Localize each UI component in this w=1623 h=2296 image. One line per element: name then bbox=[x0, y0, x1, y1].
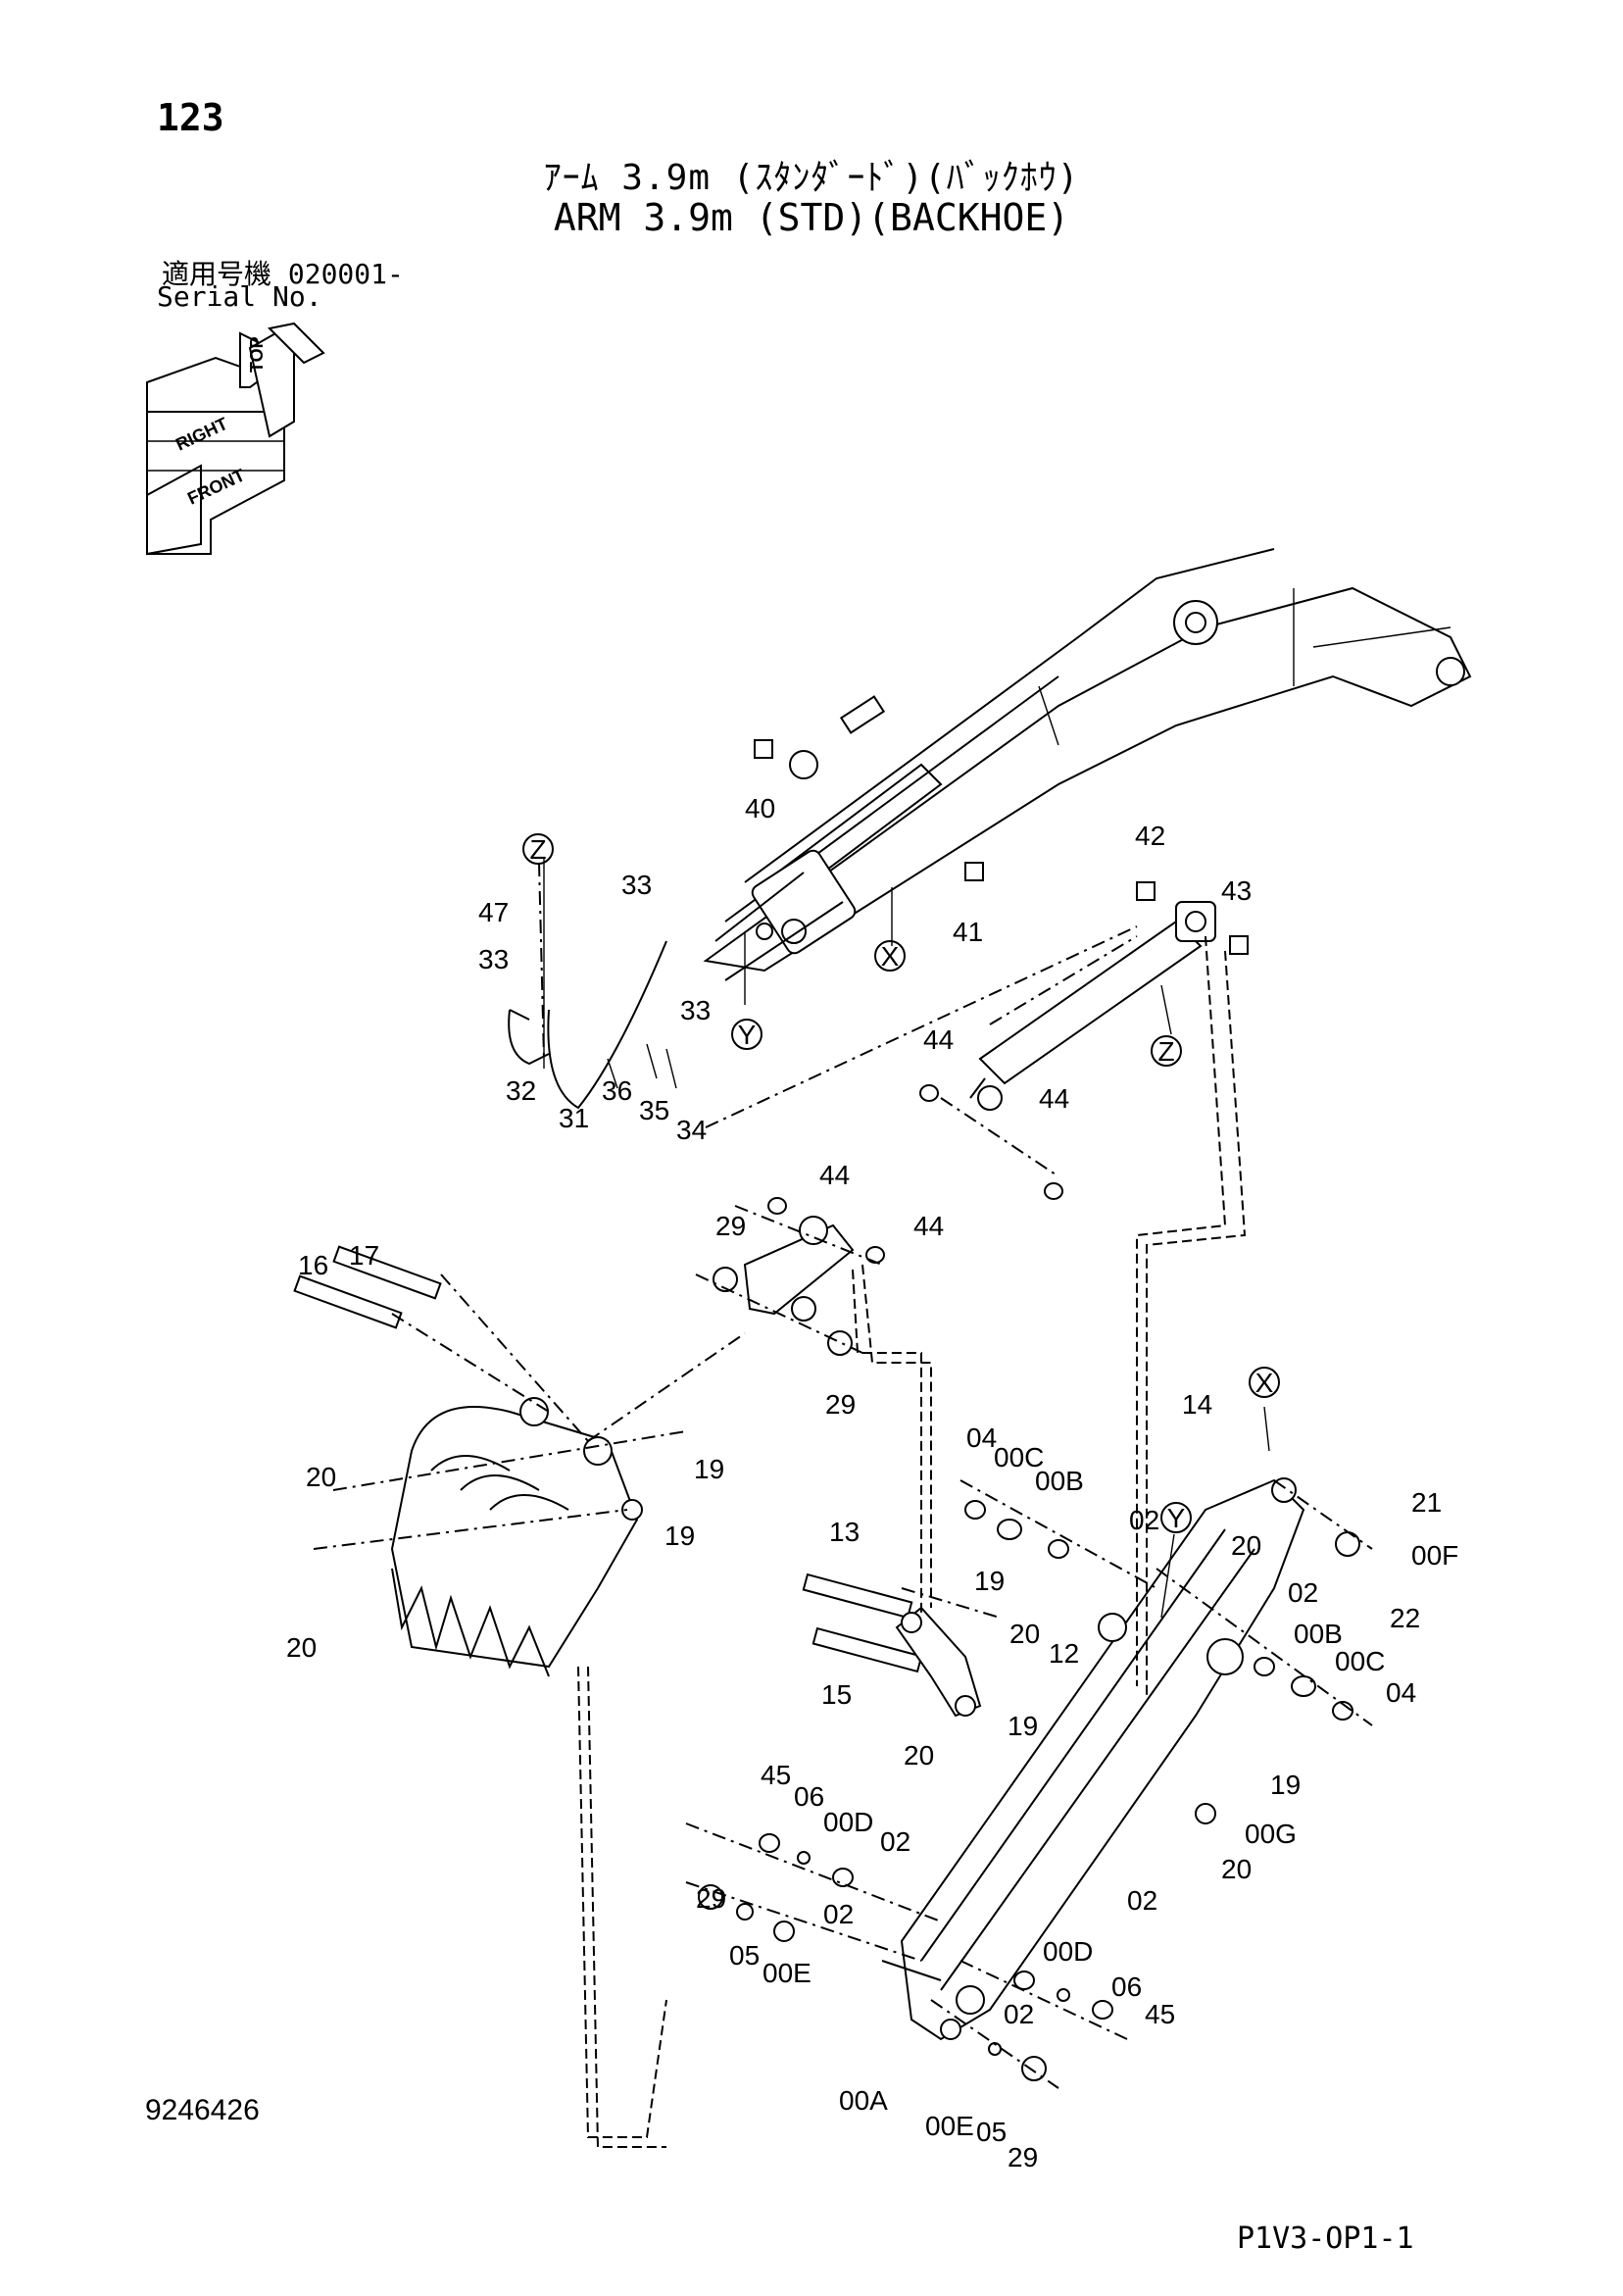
callout-42: 42 bbox=[1135, 821, 1165, 851]
callout-02-c: 02 bbox=[880, 1826, 910, 1857]
callout-20-d: 20 bbox=[904, 1740, 934, 1771]
callout-00D-b: 00D bbox=[1043, 1936, 1093, 1967]
page-code: P1V3-OP1-1 bbox=[1237, 2221, 1414, 2256]
callout-00C-a: 00C bbox=[994, 1442, 1044, 1472]
callout-43: 43 bbox=[1221, 875, 1252, 906]
grease-piping bbox=[508, 940, 677, 1110]
callout-29-d: 29 bbox=[1008, 2142, 1038, 2172]
bucket-cylinder bbox=[969, 901, 1216, 1111]
drawing-number: 9246426 bbox=[145, 2094, 260, 2126]
reference-markers: Z X Y Z X Y bbox=[522, 833, 1280, 1533]
bucket bbox=[390, 1397, 643, 1677]
callout-00A: 00A bbox=[839, 2085, 888, 2116]
callout-41: 41 bbox=[953, 917, 983, 947]
callout-29-c: 29 bbox=[696, 1883, 726, 1914]
callout-45-b: 45 bbox=[1145, 1999, 1175, 2029]
callout-33-b: 33 bbox=[478, 944, 509, 974]
callout-19-b: 19 bbox=[664, 1521, 695, 1551]
callout-20-e: 20 bbox=[1221, 1854, 1252, 1884]
callout-19-a: 19 bbox=[694, 1454, 724, 1484]
title-japanese: ｱｰﾑ 3.9m (ｽﾀﾝﾀﾞｰﾄﾞ)(ﾊﾞｯｸﾎｳ) bbox=[543, 158, 1080, 198]
callout-02-e: 02 bbox=[1127, 1885, 1157, 1916]
callout-44-c: 44 bbox=[819, 1160, 850, 1190]
callout-44-d: 44 bbox=[913, 1211, 944, 1241]
callout-35: 35 bbox=[639, 1095, 669, 1125]
callout-02-b: 02 bbox=[1288, 1577, 1318, 1608]
callout-00B-b: 00B bbox=[1294, 1619, 1343, 1649]
page-number: 123 bbox=[157, 96, 224, 139]
callout-00F: 00F bbox=[1411, 1540, 1458, 1571]
callout-12: 12 bbox=[1049, 1638, 1079, 1669]
callout-06-a: 06 bbox=[794, 1781, 824, 1812]
callout-44-b: 44 bbox=[1039, 1083, 1069, 1114]
callout-04-b: 04 bbox=[1386, 1677, 1416, 1708]
part-callouts: 40 41 42 43 47 33 33 33 32 31 36 35 34 4… bbox=[286, 793, 1458, 2172]
callout-32: 32 bbox=[506, 1075, 536, 1106]
callout-06-b: 06 bbox=[1111, 1972, 1142, 2002]
callout-20-b: 20 bbox=[286, 1632, 317, 1663]
callout-02-f: 02 bbox=[1004, 1999, 1034, 2029]
callout-00E-a: 00E bbox=[762, 1958, 812, 1988]
callout-05-a: 05 bbox=[729, 1940, 760, 1971]
callout-00B-a: 00B bbox=[1035, 1466, 1084, 1496]
callout-31: 31 bbox=[559, 1103, 589, 1133]
callout-17: 17 bbox=[349, 1240, 379, 1271]
callout-02-a: 02 bbox=[1129, 1505, 1159, 1535]
arm bbox=[881, 1477, 1305, 2041]
callout-45-a: 45 bbox=[761, 1760, 791, 1790]
ref-x-marker-1: X bbox=[881, 941, 900, 972]
ref-y-marker-2: Y bbox=[1167, 1503, 1186, 1533]
callout-34: 34 bbox=[676, 1115, 707, 1145]
orientation-top-label: TOP bbox=[247, 336, 267, 373]
pins-16-17 bbox=[293, 1245, 442, 1329]
callout-00G: 00G bbox=[1245, 1819, 1297, 1849]
callout-19-e: 19 bbox=[1270, 1770, 1301, 1800]
ref-y-marker-1: Y bbox=[738, 1020, 757, 1050]
title-english: ARM 3.9m (STD)(BACKHOE) bbox=[553, 196, 1070, 239]
callout-22: 22 bbox=[1390, 1603, 1420, 1633]
serial-label-english: Serial No. bbox=[157, 280, 322, 313]
leader-lines bbox=[313, 858, 1373, 2148]
ref-x-marker-2: X bbox=[1255, 1368, 1274, 1398]
callout-19-c: 19 bbox=[974, 1566, 1005, 1596]
callout-19-d: 19 bbox=[1008, 1711, 1038, 1741]
callout-13: 13 bbox=[829, 1517, 860, 1547]
callout-14: 14 bbox=[1182, 1389, 1212, 1420]
callout-29-a: 29 bbox=[715, 1211, 746, 1241]
ref-z-marker-1: Z bbox=[529, 834, 546, 865]
callout-16: 16 bbox=[298, 1250, 328, 1280]
callout-00C-b: 00C bbox=[1335, 1646, 1385, 1676]
callout-33-a: 33 bbox=[621, 870, 652, 900]
orientation-icon: TOP RIGHT FRONT bbox=[146, 322, 325, 556]
callout-05-b: 05 bbox=[976, 2117, 1007, 2147]
callout-04-a: 04 bbox=[966, 1423, 997, 1453]
callout-00E-b: 00E bbox=[925, 2111, 974, 2141]
callout-47: 47 bbox=[478, 897, 509, 927]
callout-20-c: 20 bbox=[1009, 1619, 1040, 1649]
callout-29-b: 29 bbox=[825, 1389, 856, 1420]
callout-44-a: 44 bbox=[923, 1024, 954, 1055]
callout-02-d: 02 bbox=[823, 1899, 854, 1929]
callout-20-a: 20 bbox=[306, 1462, 336, 1492]
callout-21: 21 bbox=[1411, 1487, 1442, 1518]
callout-36: 36 bbox=[602, 1075, 632, 1106]
callout-15: 15 bbox=[821, 1679, 852, 1710]
link bbox=[743, 1216, 855, 1322]
ref-z-marker-2: Z bbox=[1157, 1036, 1174, 1067]
callout-00D-a: 00D bbox=[823, 1807, 873, 1837]
side-links bbox=[802, 1572, 982, 1718]
serial-label-japanese: 適用号機 020001- bbox=[162, 258, 404, 290]
callout-20-f: 20 bbox=[1231, 1530, 1261, 1561]
callout-33-c: 33 bbox=[680, 995, 711, 1025]
callout-40: 40 bbox=[745, 793, 775, 824]
